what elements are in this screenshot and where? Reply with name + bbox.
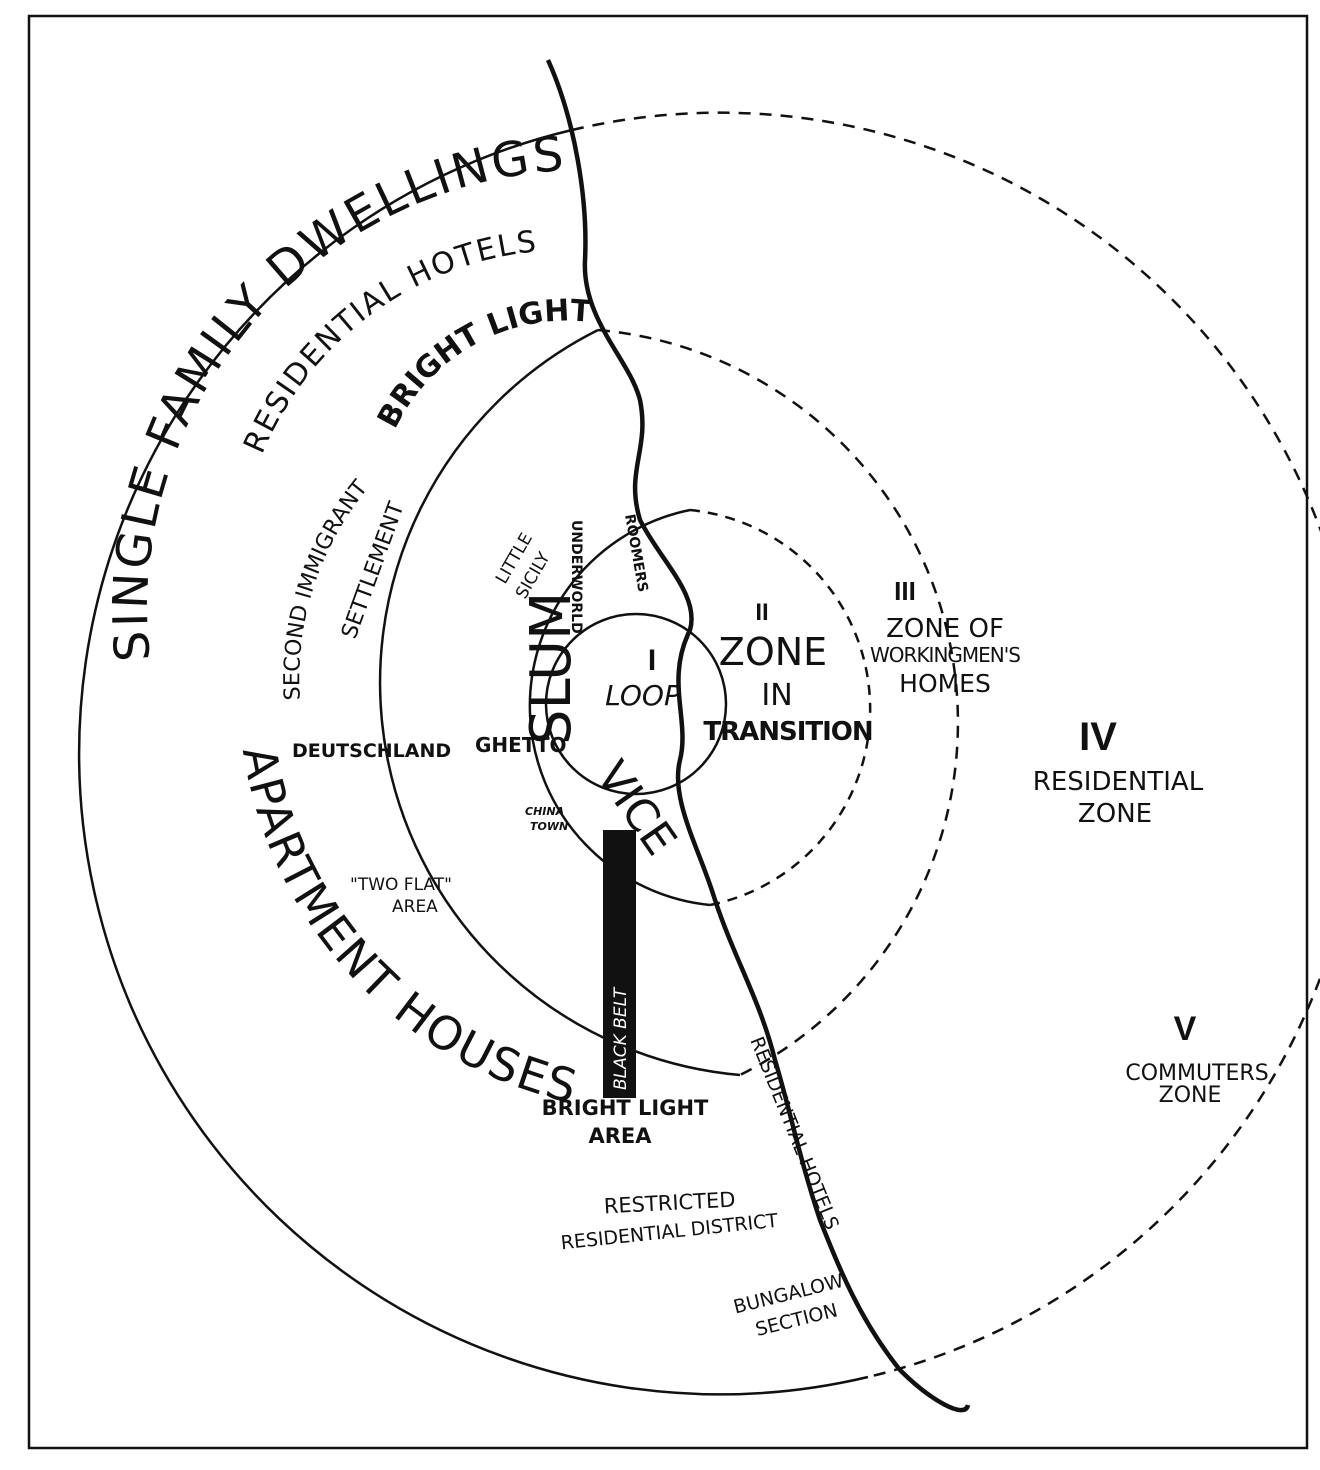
slum-label: SLUM (519, 592, 584, 745)
zone-v-numeral: V (1174, 1010, 1197, 1048)
zone-iv-label-1: RESIDENTIAL (1033, 767, 1204, 797)
residential-hotels-river-label: RESIDENTIAL HOTELS (745, 1034, 843, 1233)
zone-iii-numeral: III (894, 576, 916, 606)
zone-v-label-1: COMMUTERS (1125, 1061, 1268, 1086)
deutschland-label: DEUTSCHLAND (292, 740, 451, 762)
zone-v-label-2: ZONE (1159, 1083, 1222, 1108)
zone-iv-boundary (378, 328, 960, 1077)
zone-iii-label-3: HOMES (899, 669, 991, 698)
zone-i-boundary (544, 612, 728, 796)
underworld-label: UNDERWORLD (568, 520, 584, 634)
single-family-dwellings-label: SINGLE FAMILY DWELLINGS (103, 126, 569, 664)
zone-ii-label-1: ZONE (719, 630, 827, 674)
bright-light-area-bottom-1: BRIGHT LIGHT (542, 1096, 709, 1120)
zone-ii-numeral: II (755, 599, 768, 626)
apartment-houses-label: APARTMENT HOUSES (232, 742, 584, 1114)
zone-ii-label-2: IN (761, 678, 792, 713)
zone-i-numeral: I (648, 644, 656, 677)
two-flat-label-1: "TWO FLAT" (350, 875, 452, 895)
zone-ii-label-3: TRANSITION (703, 717, 872, 747)
china-town-label-2: TOWN (530, 820, 568, 833)
zone-iii-label-2: WORKINGMEN'S (870, 643, 1020, 667)
china-town-label-1: CHINA (525, 805, 564, 818)
two-flat-label-2: AREA (392, 897, 438, 917)
restricted-label-2: RESIDENTIAL DISTRICT (560, 1210, 780, 1255)
restricted-label-1: RESTRICTED (603, 1188, 736, 1219)
ghetto-label: GHETTO (475, 733, 567, 757)
zone-iii-label-1: ZONE OF (886, 614, 1004, 644)
river-line (545, 59, 971, 1413)
loop-label: LOOP (605, 679, 681, 712)
zone-iv-numeral: IV (1079, 715, 1117, 759)
vice-label: VICE (586, 752, 686, 864)
black-belt-bar (603, 830, 636, 1098)
zone-v-boundary (77, 111, 1320, 1396)
zone-iv-label-2: ZONE (1078, 799, 1152, 829)
black-belt-label: BLACK BELT (611, 986, 631, 1090)
map-frame (27, 14, 1309, 1450)
bright-light-area-bottom-2: AREA (588, 1124, 652, 1148)
